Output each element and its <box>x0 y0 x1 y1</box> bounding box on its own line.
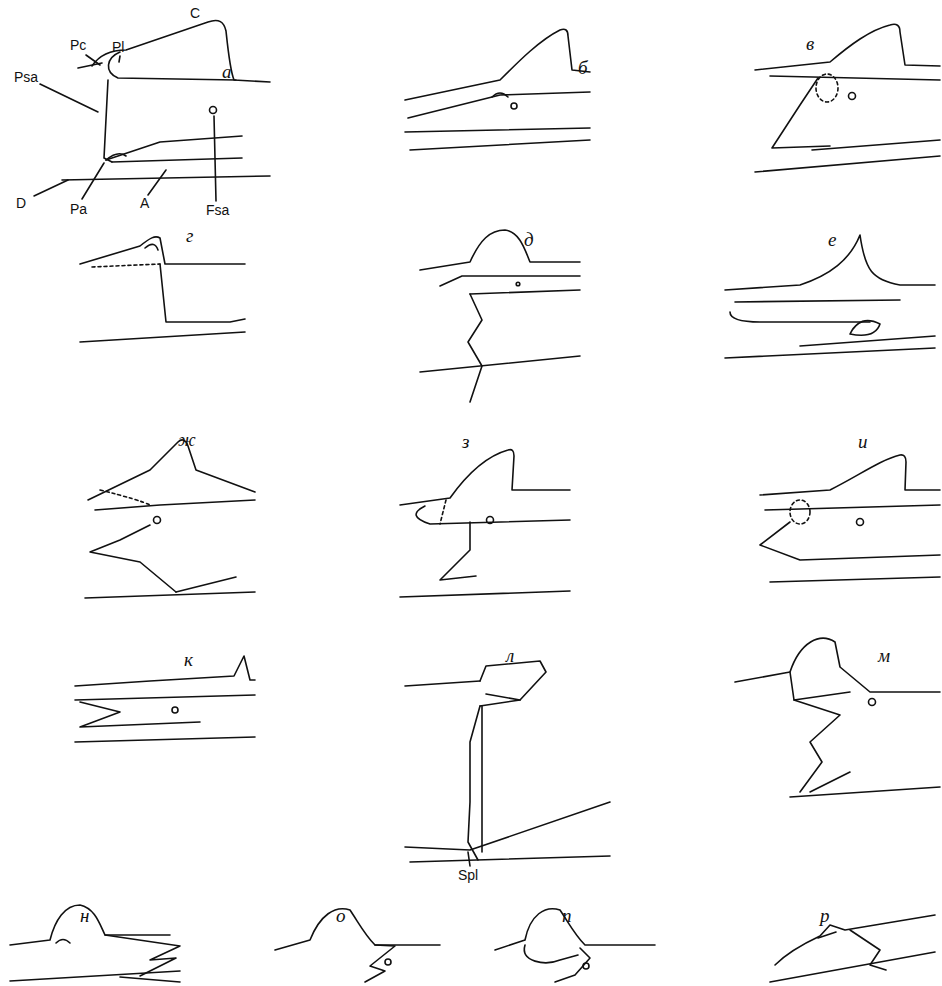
panel-letter: а <box>222 62 232 81</box>
panel-d-drawing <box>420 230 580 402</box>
part-label: Pa <box>70 202 87 216</box>
panel-letter: р <box>820 906 830 925</box>
panel-letter: д <box>524 230 534 249</box>
panel-r-drawing <box>770 915 935 982</box>
part-label: A <box>140 196 149 210</box>
part-label: Psa <box>14 70 38 84</box>
part-label: Spl <box>458 868 478 882</box>
panel-e-drawing <box>725 235 935 358</box>
panel-b-drawing <box>405 29 590 150</box>
panel-letter: е <box>828 230 836 249</box>
panel-o-drawing <box>275 909 440 982</box>
panel-letter: з <box>462 432 469 451</box>
panel-m-drawing <box>735 638 940 797</box>
panel-z-drawing <box>400 450 570 597</box>
panel-letter: б <box>578 58 588 77</box>
panel-letter: к <box>184 650 193 669</box>
panel-letter: ж <box>178 430 196 449</box>
panel-letter: о <box>336 906 346 925</box>
panel-letter: л <box>506 646 514 665</box>
part-label: Pl <box>112 40 124 54</box>
panel-l-drawing <box>405 661 610 866</box>
part-label: Pc <box>70 38 86 52</box>
panel-zh-drawing <box>85 440 255 598</box>
panel-letter: и <box>858 432 868 451</box>
part-label: D <box>16 196 26 210</box>
panel-p-drawing <box>495 909 655 982</box>
panel-letter: в <box>806 34 814 53</box>
panel-i-drawing <box>760 455 940 582</box>
panel-letter: п <box>562 906 572 925</box>
part-label: C <box>190 6 200 20</box>
part-label: Fsa <box>206 203 229 217</box>
panel-letter: н <box>80 906 89 925</box>
panel-a-drawing <box>34 20 270 201</box>
panel-n-drawing <box>10 905 180 982</box>
panel-v-drawing <box>755 24 940 172</box>
panel-k-drawing <box>75 656 255 742</box>
panel-letter: м <box>878 646 890 665</box>
panel-g-drawing <box>80 237 245 342</box>
panel-letter: г <box>186 226 193 245</box>
